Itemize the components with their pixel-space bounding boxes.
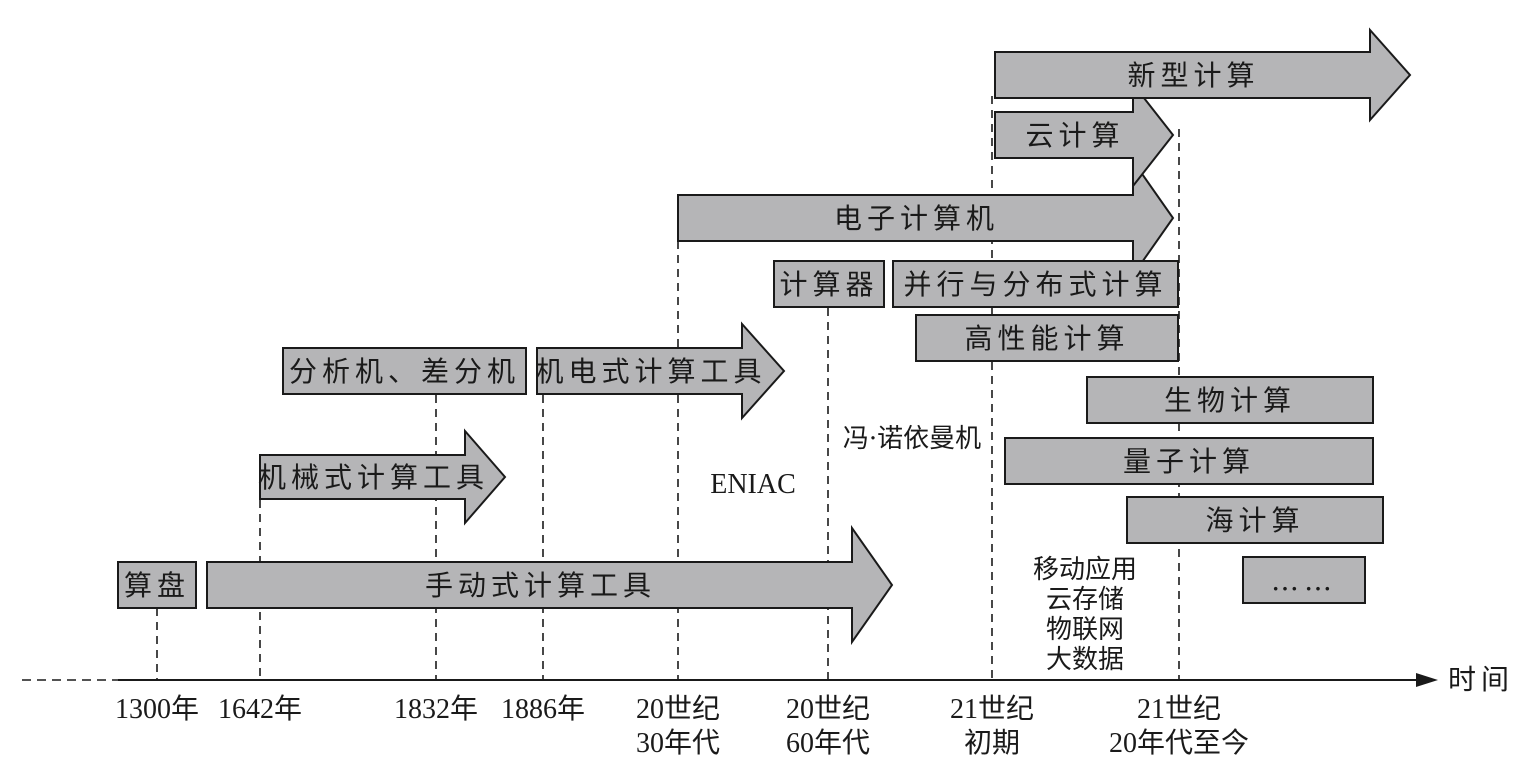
tick-label-1960s-1: 60年代 bbox=[786, 727, 870, 759]
tick-label-2020s-0: 21世纪 bbox=[1137, 693, 1221, 725]
hpc-box-shape bbox=[915, 314, 1179, 362]
newtype-arrow-shape bbox=[994, 27, 1412, 123]
app-note-1: 云存储 bbox=[1046, 585, 1124, 615]
electromech-arrow: 机电式计算工具 bbox=[536, 321, 786, 421]
computer-arrow-shape bbox=[677, 157, 1175, 279]
cloud-arrow-shape bbox=[994, 81, 1175, 189]
eniac-note: ENIAC bbox=[710, 469, 796, 500]
bio-box-shape bbox=[1086, 376, 1374, 424]
mechanical-arrow: 机械式计算工具 bbox=[258, 428, 507, 526]
computer-label: 电子计算机 bbox=[834, 202, 999, 235]
sea-box-shape bbox=[1126, 496, 1384, 544]
abacus-box: 算盘 bbox=[117, 561, 197, 609]
manual-arrow: 手动式计算工具 bbox=[206, 524, 894, 646]
calculator-box-shape bbox=[773, 260, 885, 308]
electromech-label: 机电式计算工具 bbox=[536, 355, 767, 388]
app-note-2: 物联网 bbox=[1046, 615, 1124, 645]
cloud-label: 云计算 bbox=[1025, 119, 1124, 152]
tick-label-1300-0: 1300年 bbox=[115, 693, 199, 725]
von-neumann-note: 冯·诺依曼机 bbox=[843, 424, 981, 454]
tick-label-early21-0: 21世纪 bbox=[950, 693, 1034, 725]
tick-label-1930s-1: 30年代 bbox=[636, 727, 720, 759]
tick-label-1832-0: 1832年 bbox=[394, 693, 478, 725]
analytical-label: 分析机、差分机 bbox=[289, 355, 520, 388]
tick-label-early21-1: 初期 bbox=[964, 727, 1020, 759]
electromech-arrow-shape bbox=[536, 321, 786, 421]
abacus-label: 算盘 bbox=[124, 569, 190, 602]
hpc-label: 高性能计算 bbox=[964, 322, 1129, 355]
analytical-box-shape bbox=[282, 347, 527, 395]
tick-label-1886-0: 1886年 bbox=[501, 693, 585, 725]
manual-label: 手动式计算工具 bbox=[425, 569, 656, 602]
cloud-arrow: 云计算 bbox=[994, 81, 1175, 189]
sea-box: 海计算 bbox=[1126, 496, 1384, 544]
tick-label-1960s-0: 20世纪 bbox=[786, 693, 870, 725]
more-label: …… bbox=[1271, 564, 1337, 597]
newtype-label: 新型计算 bbox=[1127, 59, 1259, 92]
manual-arrow-shape bbox=[206, 524, 894, 646]
parallel-box-shape bbox=[892, 260, 1179, 308]
bio-box: 生物计算 bbox=[1086, 376, 1374, 424]
abacus-box-shape bbox=[117, 561, 197, 609]
hpc-box: 高性能计算 bbox=[915, 314, 1179, 362]
calculator-label: 计算器 bbox=[779, 268, 878, 301]
quantum-label: 量子计算 bbox=[1123, 445, 1255, 478]
quantum-box: 量子计算 bbox=[1004, 437, 1374, 485]
more-box-shape bbox=[1242, 556, 1366, 604]
more-box: …… bbox=[1242, 556, 1366, 604]
calculator-box: 计算器 bbox=[773, 260, 885, 308]
newtype-arrow: 新型计算 bbox=[994, 27, 1412, 123]
app-note-3: 大数据 bbox=[1046, 645, 1124, 675]
quantum-box-shape bbox=[1004, 437, 1374, 485]
bio-label: 生物计算 bbox=[1164, 384, 1296, 417]
diagram-shapes: 算盘 手动式计算工具 机械式计算工具 分析机、差分机机电式计算工具 电子计算机计算器并行… bbox=[117, 27, 1412, 646]
parallel-box: 并行与分布式计算 bbox=[892, 260, 1179, 308]
app-note-0: 移动应用 bbox=[1033, 555, 1137, 585]
tick-label-1930s-0: 20世纪 bbox=[636, 693, 720, 725]
computer-arrow: 电子计算机 bbox=[677, 157, 1175, 279]
tick-label-2020s-1: 20年代至今 bbox=[1109, 727, 1249, 759]
mechanical-label: 机械式计算工具 bbox=[258, 461, 489, 494]
sea-label: 海计算 bbox=[1205, 504, 1304, 537]
parallel-label: 并行与分布式计算 bbox=[903, 268, 1167, 301]
axis-label: 时间 bbox=[1448, 663, 1514, 696]
axis-arrowhead bbox=[1416, 673, 1438, 687]
tick-label-1642-0: 1642年 bbox=[218, 693, 302, 725]
analytical-box: 分析机、差分机 bbox=[282, 347, 527, 395]
mechanical-arrow-shape bbox=[259, 428, 507, 526]
